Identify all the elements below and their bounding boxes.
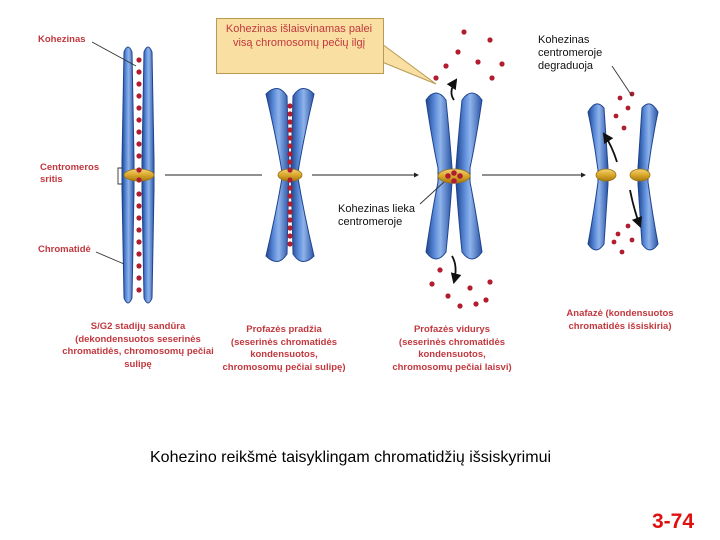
slide-caption: Kohezino reikšmė taisyklingam chromatidž… [150,449,552,466]
stage-caption-early-prophase: Profazės pradžia (seserinės chromatidės … [222,324,346,373]
cohesin-dots [287,103,293,247]
stage-caption-mid-prophase: Profazės vidurys (seserinės chromatidės … [392,324,512,373]
release-arrow-up [446,78,458,101]
release-arrow-down [450,255,462,285]
released-cohesin-dots-top [433,29,505,81]
stage-caption-anaphase: Anafazė (kondensuotos chromatidės išsisk… [566,308,674,332]
separation-arrow-right [629,189,643,229]
callout-text: Kohezinas išlaisvinamas palei visą chrom… [225,23,373,49]
cohesin-dots [136,57,142,293]
label-centromere-region: Centromeros sritis [40,162,100,185]
page-number: 3-74 [652,510,695,533]
label-leader-lines [91,41,633,265]
chromosome-early-prophase [265,88,315,262]
chromosome-anaphase [587,91,659,255]
stage-caption-s-g2: S/G2 stadijų sandūra (dekondensuotos ses… [62,321,214,370]
chromosome-s-g2 [121,46,155,304]
label-cohesin-degraded: Kohezinas centromeroje degraduoja [538,34,603,72]
cohesin-dots-centromere [445,170,463,184]
released-cohesin-dots-bottom [429,267,493,309]
callout-box [216,18,384,74]
label-cohesin-remains: Kohezinas lieka centromeroje [338,203,416,228]
label-cohesin: Kohezinas [38,34,86,45]
label-chromatid: Chromatidė [38,244,91,255]
chromosome-mid-prophase [425,29,505,309]
degraded-cohesin-dots [611,91,635,255]
separation-arrow-left [602,132,618,163]
